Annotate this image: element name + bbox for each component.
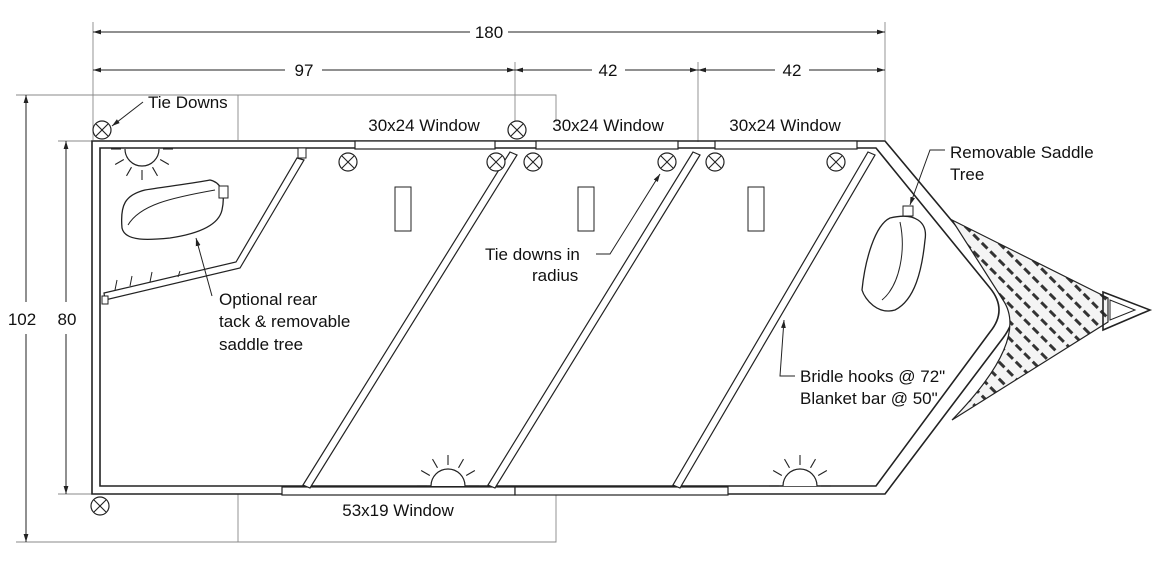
dim-inner-width: 80 bbox=[58, 310, 77, 329]
dimension-widths: 102 80 bbox=[8, 94, 240, 543]
label-saddle-tree-2: Tree bbox=[950, 165, 984, 184]
callout-tie-downs: Tie Downs bbox=[111, 93, 228, 127]
window-label-2: 30x24 Window bbox=[552, 116, 664, 135]
tie-down-icon bbox=[507, 120, 527, 140]
tie-downs bbox=[90, 120, 846, 516]
tie-down-icon bbox=[523, 152, 543, 172]
window-label-bottom: 53x19 Window bbox=[342, 501, 454, 520]
window-label-1: 30x24 Window bbox=[368, 116, 480, 135]
label-rear-tack-2: tack & removable bbox=[219, 312, 350, 331]
diamond-plate-icon bbox=[950, 218, 1109, 421]
label-rear-tack-1: Optional rear bbox=[219, 290, 318, 309]
tie-down-icon bbox=[705, 152, 725, 172]
stall-dividers bbox=[101, 147, 876, 489]
window-label-3: 30x24 Window bbox=[729, 116, 841, 135]
dome-lights bbox=[111, 148, 831, 487]
tack-hooks bbox=[114, 270, 181, 291]
dim-section-3: 42 bbox=[783, 61, 802, 80]
label-tie-downs: Tie Downs bbox=[148, 93, 228, 112]
blanket-bars bbox=[394, 186, 765, 232]
dome-light-icon bbox=[417, 455, 479, 487]
saddle-icon bbox=[120, 179, 229, 241]
trailer-walls bbox=[91, 140, 1153, 495]
saddle-icon-front bbox=[861, 205, 927, 312]
tie-down-icon bbox=[92, 120, 112, 140]
dome-light-icon bbox=[769, 455, 831, 487]
dim-section-2: 42 bbox=[599, 61, 618, 80]
wheel-wells bbox=[237, 94, 557, 543]
tie-down-icon bbox=[338, 152, 358, 172]
label-rear-tack-3: saddle tree bbox=[219, 335, 303, 354]
dimension-sections: 97 42 42 bbox=[93, 61, 885, 142]
label-radius-2: radius bbox=[532, 266, 578, 285]
tie-down-icon bbox=[657, 152, 677, 172]
tie-down-icon bbox=[486, 152, 506, 172]
callout-bridle-hooks: Bridle hooks @ 72" Blanket bar @ 50" bbox=[779, 319, 945, 408]
label-radius-1: Tie downs in bbox=[485, 245, 580, 264]
tie-down-icon bbox=[826, 152, 846, 172]
label-blanket-bar: Blanket bar @ 50" bbox=[800, 389, 938, 408]
label-saddle-tree-1: Removable Saddle bbox=[950, 143, 1094, 162]
dim-section-1: 97 bbox=[295, 61, 314, 80]
tie-down-icon bbox=[90, 496, 110, 516]
bottom-window: 53x19 Window bbox=[281, 486, 729, 520]
label-bridle-hooks: Bridle hooks @ 72" bbox=[800, 367, 945, 386]
dome-light-icon bbox=[111, 148, 173, 180]
dim-overall-length: 180 bbox=[475, 23, 503, 42]
callout-tie-downs-radius: Tie downs in radius bbox=[485, 173, 661, 285]
callout-rear-tack: Optional rear tack & removable saddle tr… bbox=[195, 237, 350, 354]
callout-saddle-tree: Removable Saddle Tree bbox=[909, 143, 1094, 206]
dimension-overall: 180 bbox=[92, 22, 886, 140]
dim-outer-width: 102 bbox=[8, 310, 36, 329]
top-windows: 30x24 Window 30x24 Window 30x24 Window bbox=[354, 116, 858, 150]
